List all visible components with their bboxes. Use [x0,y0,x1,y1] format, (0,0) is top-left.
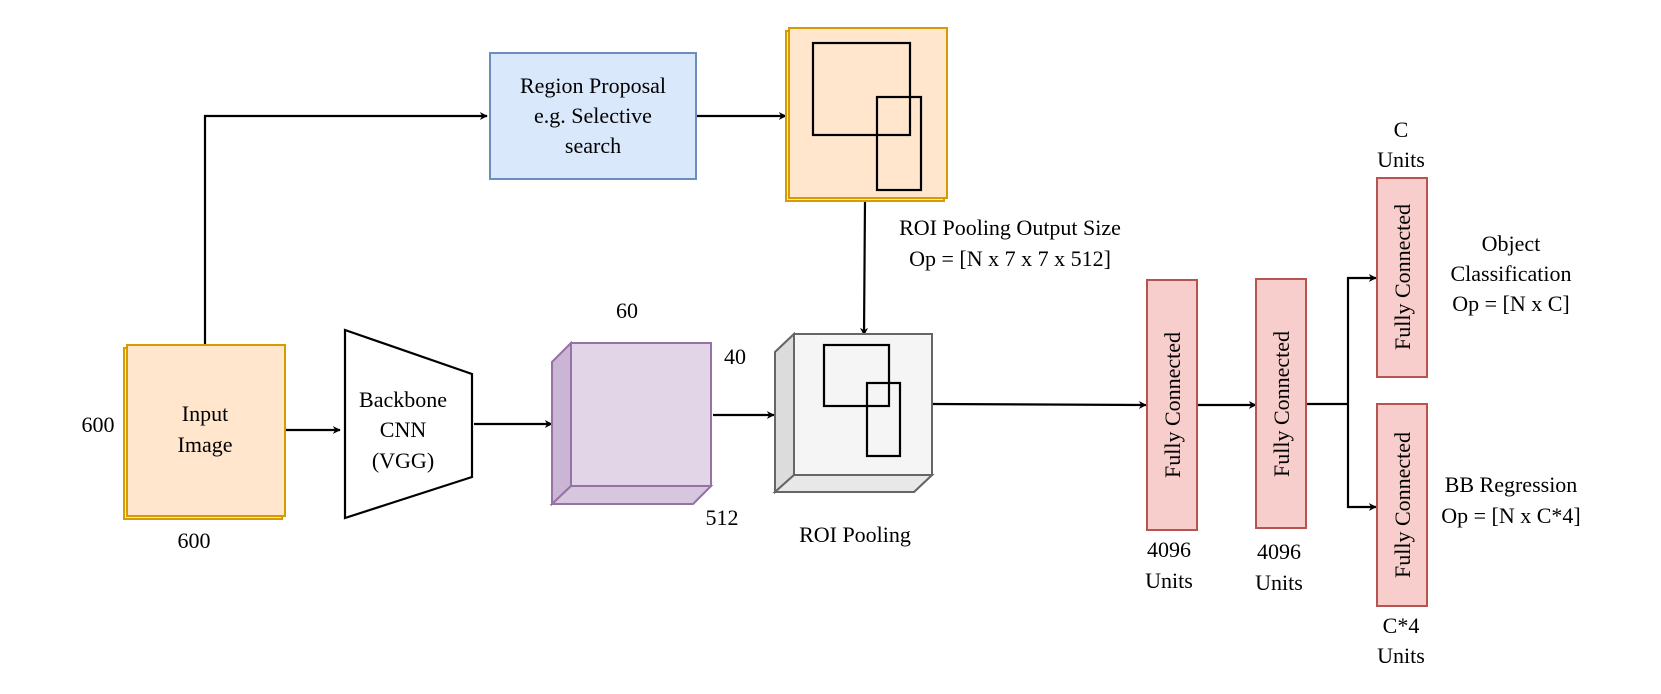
input-width-dim: 600 [178,528,211,553]
proposal-line2: e.g. Selective [534,103,652,128]
fc-layer-regression: Fully Connected [1376,403,1428,607]
fc2-units-line2: Units [1255,570,1303,595]
backbone-line1: Backbone [359,387,447,412]
input-label-line2: Image [178,432,233,457]
classification-line3: Op = [N x C] [1452,291,1570,316]
fc-layer-1: Fully Connected [1146,279,1198,531]
fc1-units-line2: Units [1145,568,1193,593]
classification-line1: Object [1482,231,1541,256]
fc-reg-units-line1: C*4 [1383,613,1420,638]
input-height-dim: 600 [82,412,115,437]
regression-line2: Op = [N x C*4] [1441,503,1581,528]
arrow-to-fc-classification [1346,274,1377,404]
classification-line2: Classification [1451,261,1572,286]
arrow-to-fc-regression [1346,404,1377,511]
fc-layer-classification: Fully Connected [1376,177,1428,378]
fc-layer-2: Fully Connected [1255,278,1307,529]
roi-pooling-cube [772,331,935,495]
feature-top-dim: 60 [616,298,638,323]
input-image-box: Input Image [123,344,286,520]
arrow-regions-to-roipool [860,199,869,336]
proposal-bbox-1 [811,41,912,137]
roi-pooling-label: ROI Pooling [799,522,911,547]
fc-cls-units-line2: Units [1377,147,1425,172]
fc-reg-label: Fully Connected [1390,432,1415,578]
input-label-line1: Input [182,401,228,426]
arrow-input-to-proposal [203,112,488,345]
connectors [203,112,1377,511]
fc2-label: Fully Connected [1269,331,1294,477]
region-proposal-box: Region Proposal e.g. Selective search [489,52,697,180]
feature-depth-dim: 512 [706,505,739,530]
roi-bbox-2 [865,381,902,458]
backbone-line2: CNN [380,417,427,442]
fc1-label: Fully Connected [1160,332,1185,478]
roi-output-line2: Op = [N x 7 x 7 x 512] [909,246,1111,271]
roi-bbox-1 [822,343,891,408]
region-proposals-image [785,27,948,202]
backbone-line3: (VGG) [372,448,434,473]
arrow-roipool-to-fc1 [932,400,1147,409]
roi-output-line1: ROI Pooling Output Size [899,215,1121,240]
fc-cls-label: Fully Connected [1390,204,1415,350]
proposal-line1: Region Proposal [520,73,666,98]
regression-line1: BB Regression [1445,472,1578,497]
feature-side-dim: 40 [724,344,746,369]
fc-reg-units-line2: Units [1377,643,1425,668]
fc-cls-units-line1: C [1394,117,1409,142]
fc2-units-line1: 4096 [1257,539,1301,564]
proposal-line3: search [565,133,621,158]
fc1-units-line1: 4096 [1147,537,1191,562]
proposal-bbox-2 [875,95,923,192]
feature-map-cube [549,340,714,507]
backbone-cnn: Backbone CNN (VGG) [343,328,474,520]
